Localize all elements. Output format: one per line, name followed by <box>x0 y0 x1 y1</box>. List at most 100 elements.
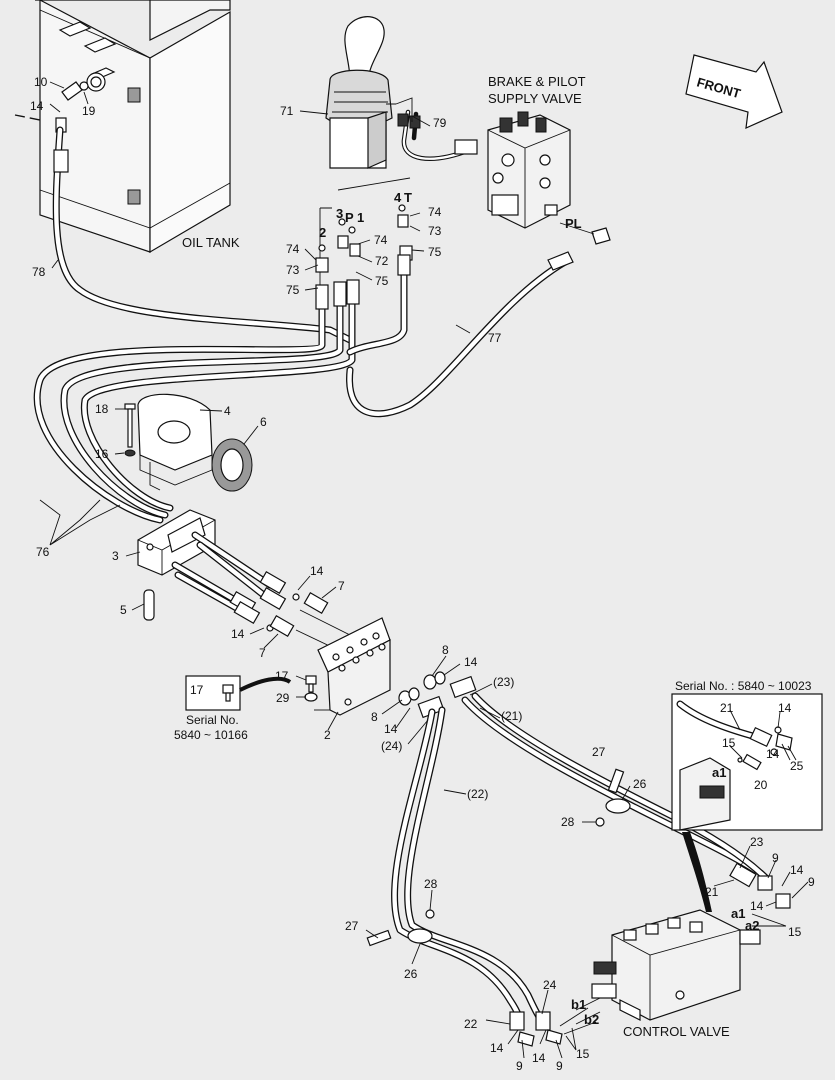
joystick-assembly <box>325 16 393 169</box>
front-direction-arrow: FRONT <box>685 54 783 129</box>
port-P-label: P <box>345 210 354 225</box>
part-14-label-inset-a: 14 <box>778 701 792 715</box>
part-14-label-c: 14 <box>231 627 245 641</box>
part-23-paren-label: (23) <box>493 675 514 689</box>
part-72-label: 72 <box>375 254 389 268</box>
part-9-label-d: 9 <box>556 1059 563 1073</box>
part-79-label: 79 <box>433 116 447 130</box>
pilot-hose-bundle <box>33 254 411 524</box>
part-75-label-b: 75 <box>375 274 389 288</box>
hose-77 <box>346 227 611 418</box>
part-21-paren-label: (21) <box>501 709 522 723</box>
part-16-label: 16 <box>95 447 109 461</box>
oil-tank <box>14 0 231 254</box>
bracket-4 <box>137 393 213 491</box>
part-24-paren-label: (24) <box>381 739 402 753</box>
inset-port-a1-label: a1 <box>712 765 726 780</box>
part-14-label-g: 14 <box>750 899 764 913</box>
bolt-17-washer-29 <box>304 675 318 702</box>
port-3-label: 3 <box>336 206 343 221</box>
brake-valve-label-line2: SUPPLY VALVE <box>488 91 582 106</box>
part-4-label: 4 <box>224 404 231 418</box>
part-28-label-a: 28 <box>561 815 575 829</box>
part-14-label-e: 14 <box>384 722 398 736</box>
part-23-label: 23 <box>750 835 764 849</box>
port-b1-label: b1 <box>571 997 586 1012</box>
part-21-label: 21 <box>705 885 719 899</box>
part-21-label-inset: 21 <box>720 701 734 715</box>
part-8-label-b: 8 <box>371 710 378 724</box>
part-25-label: 25 <box>790 759 804 773</box>
clamp-26-lower <box>366 909 435 947</box>
inset-serial-top <box>671 693 823 831</box>
plate-right-fittings <box>398 671 477 719</box>
leader-lines <box>39 81 809 1059</box>
inset-pointer <box>682 832 712 912</box>
part-17-label: 17 <box>275 669 289 683</box>
part-15-label-inset: 15 <box>722 736 736 750</box>
part-27-label-b: 27 <box>345 919 359 933</box>
part-17-label-inset: 17 <box>190 683 204 697</box>
control-valve <box>575 909 761 1025</box>
inset-serial-left <box>185 675 292 711</box>
part-78-label: 78 <box>32 265 46 279</box>
part-73-label-b: 73 <box>428 224 442 238</box>
part-28-label-b: 28 <box>424 877 438 891</box>
part-26-label-b: 26 <box>404 967 418 981</box>
part-8-label-a: 8 <box>442 643 449 657</box>
part-29-label: 29 <box>276 691 290 705</box>
oil-tank-label: OIL TANK <box>182 235 240 250</box>
part-77-label: 77 <box>488 331 502 345</box>
part-14-label-b: 14 <box>310 564 324 578</box>
port-PL-label: PL <box>565 216 582 231</box>
part-7-label-b: 7 <box>259 646 266 660</box>
part-26-label-a: 26 <box>633 777 647 791</box>
port-2-label: 2 <box>319 225 326 240</box>
part-2-label: 2 <box>324 728 331 742</box>
serial-inset-left-line2: 5840 ~ 10166 <box>174 728 248 742</box>
port-T-label: T <box>404 190 412 205</box>
hoses-21-23 <box>461 692 791 909</box>
clamp-26-upper <box>595 768 631 827</box>
part-18-label: 18 <box>95 402 109 416</box>
part-71-label: 71 <box>280 104 294 118</box>
part-9-label-c: 9 <box>516 1059 523 1073</box>
bolt-18 <box>124 403 136 457</box>
part-9-label-a: 9 <box>772 851 779 865</box>
part-7-label-a: 7 <box>338 579 345 593</box>
port-1-label: 1 <box>357 210 364 225</box>
hoses-22-24 <box>390 706 563 1047</box>
seal-6 <box>211 438 253 492</box>
part-14-label-d: 14 <box>464 655 478 669</box>
part-19-label: 19 <box>82 104 96 118</box>
part-10-label: 10 <box>34 75 48 89</box>
brake-pilot-supply-valve <box>487 111 571 229</box>
part-75-label-c: 75 <box>428 245 442 259</box>
text-labels: OIL TANK BRAKE & PILOT SUPPLY VALVE CONT… <box>30 74 815 1073</box>
serial-inset-left-line1: Serial No. <box>186 713 239 727</box>
hoses-to-plate <box>171 531 381 671</box>
clamp-3 <box>137 509 216 576</box>
part-24-label: 24 <box>543 978 557 992</box>
pin-5 <box>143 589 155 621</box>
part-14-label-inset-b: 14 <box>766 747 780 761</box>
tank-elbow-fitting <box>55 81 89 133</box>
part-6-label: 6 <box>260 415 267 429</box>
wire-harness-79 <box>386 97 478 161</box>
serial-inset-top-label: Serial No. : 5840 ~ 10023 <box>675 679 812 693</box>
hose-78 <box>52 126 354 344</box>
part-74-label-a: 74 <box>286 242 300 256</box>
part-14-label-i: 14 <box>532 1051 546 1065</box>
part-14-label: 14 <box>30 99 44 113</box>
part-73-label-a: 73 <box>286 263 300 277</box>
part-5-label: 5 <box>120 603 127 617</box>
port-a2-label: a2 <box>745 918 759 933</box>
port-b2-label: b2 <box>584 1012 599 1027</box>
part-9-label-b: 9 <box>808 875 815 889</box>
port-a1-label: a1 <box>731 906 745 921</box>
control-valve-label: CONTROL VALVE <box>623 1024 730 1039</box>
part-15-label-b: 15 <box>576 1047 590 1061</box>
part-14-label-f: 14 <box>790 863 804 877</box>
